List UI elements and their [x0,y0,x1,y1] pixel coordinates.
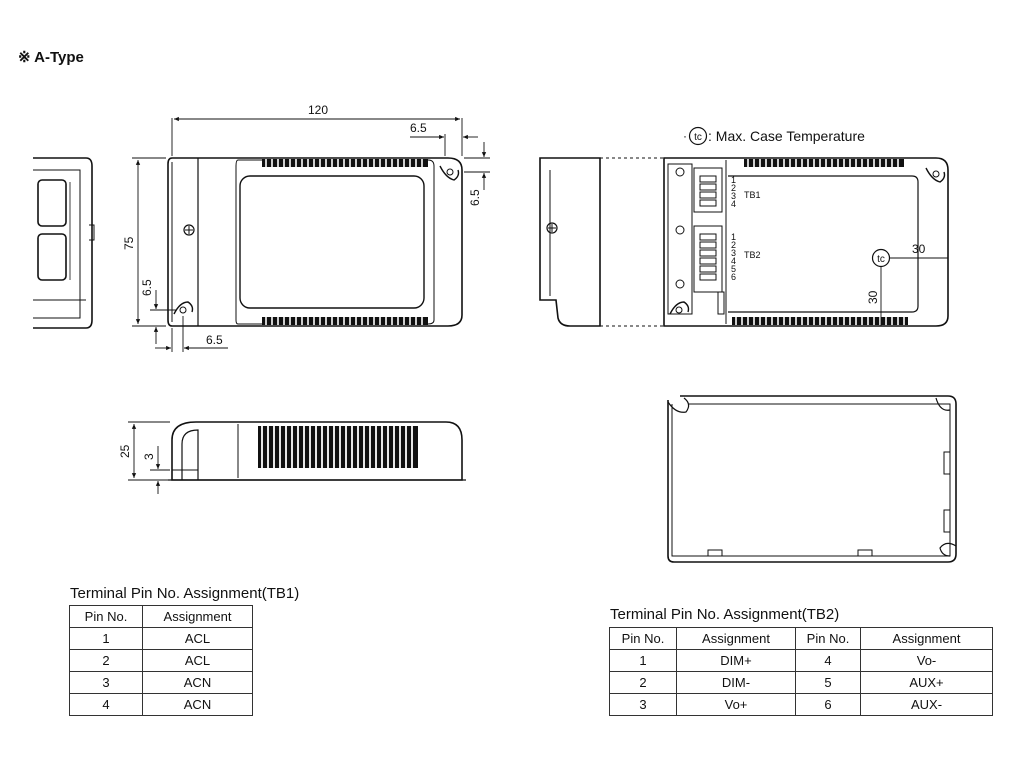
tb2-pin-4: 4 [731,256,736,266]
top-view [167,157,463,327]
pin-no-cell: 1 [69,627,143,650]
table-header-row: Pin No. Assignment Pin No. Assignment [609,627,993,650]
vents-top-view-upper [262,159,428,167]
dim-corner-top-y: 6.5 [468,189,482,206]
table-row: 1 DIM+ 4 Vo- [609,649,993,672]
side-profile-view [168,421,466,481]
assignment-cell: ACL [142,649,253,672]
vents-top-view-lower [262,317,428,325]
dim-length: 120 [308,103,328,117]
tb2-pin-1: 1 [731,232,736,242]
pin-no-cell: 3 [609,693,677,716]
table-row: 4 ACN [69,693,253,716]
tc-point-symbol-text: tc [877,254,885,265]
assignment-cell: ACN [142,671,253,694]
column-header: Assignment [142,605,253,628]
column-header: Assignment [860,627,993,650]
tb2-pin-numbers: 1 2 3 4 5 6 [731,232,736,282]
tc-point [871,248,948,326]
tb1-label: TB1 [744,190,761,200]
tb2-table-title: Terminal Pin No. Assignment(TB2) [610,606,840,623]
tb2-pin-2: 2 [731,240,736,250]
pin-no-cell: 5 [795,671,861,694]
tb1-table-title: Terminal Pin No. Assignment(TB1) [70,585,300,602]
tb2-pin-5: 5 [731,264,736,274]
column-header: Pin No. [609,627,677,650]
table-header-row: Pin No. Assignment [69,605,253,628]
tb1-pin-numbers: 1 2 3 4 [731,175,736,209]
table-row: 1 ACL [69,627,253,650]
dim-corner-bottom-y: 6.5 [140,279,154,296]
vents-terminal-view [732,159,908,325]
dim-tc-y: 30 [866,290,880,304]
table-row: 2 ACL [69,649,253,672]
pin-no-cell: 6 [795,693,861,716]
table-row: 3 ACN [69,671,253,694]
tb2-table: Pin No. Assignment Pin No. Assignment 1 … [609,627,993,716]
dim-base: 3 [142,453,156,460]
tb1-pin-3: 3 [731,191,736,201]
tb1-pin-4: 4 [731,199,736,209]
dim-height: 75 [122,236,136,250]
tb1-pin-1: 1 [731,175,736,185]
dimension-lines-side-profile [128,421,170,494]
tc-legend-text: : Max. Case Temperature [708,128,865,144]
dimension-lines-top-view [132,116,490,352]
table-row: 3 Vo+ 6 AUX- [609,693,993,716]
dim-thickness: 25 [118,444,132,458]
tb1-table: Pin No. Assignment 1 ACL 2 ACL 3 ACN 4 A… [69,605,253,716]
vent-gaps [265,159,423,325]
assignment-cell: Vo+ [676,693,796,716]
assignment-cell: AUX+ [860,671,993,694]
table-row: 2 DIM- 5 AUX+ [609,671,993,694]
pin-no-cell: 2 [69,649,143,672]
pin-no-cell: 4 [69,693,143,716]
tb2-pin-6: 6 [731,272,736,282]
tc-legend-dot: · [683,129,687,143]
pin-no-cell: 2 [609,671,677,694]
dim-corner-bottom-x: 6.5 [206,333,223,347]
tb1-pin-2: 2 [731,183,736,193]
tb2-label: TB2 [744,250,761,260]
pin-no-cell: 3 [69,671,143,694]
column-header: Pin No. [69,605,143,628]
side-profile-vents [258,426,418,468]
dim-tc-x: 30 [912,242,926,256]
assignment-cell: ACL [142,627,253,650]
tc-legend-symbol [688,126,708,146]
assignment-cell: DIM+ [676,649,796,672]
assignment-cell: DIM- [676,671,796,694]
tb2-pin-3: 3 [731,248,736,258]
terminal-view [539,157,949,327]
column-header: Pin No. [795,627,861,650]
section-heading: ※ A-Type [18,49,84,66]
assignment-cell: Vo- [860,649,993,672]
base-plate-view [667,395,957,563]
terminal-block-detail [699,175,717,281]
pin-no-cell: 4 [795,649,861,672]
tc-legend-symbol-text: tc [694,132,702,143]
column-header: Assignment [676,627,796,650]
assignment-cell: ACN [142,693,253,716]
pin-no-cell: 1 [609,649,677,672]
side-view-left [33,157,95,329]
dim-corner-top-x: 6.5 [410,121,427,135]
assignment-cell: AUX- [860,693,993,716]
